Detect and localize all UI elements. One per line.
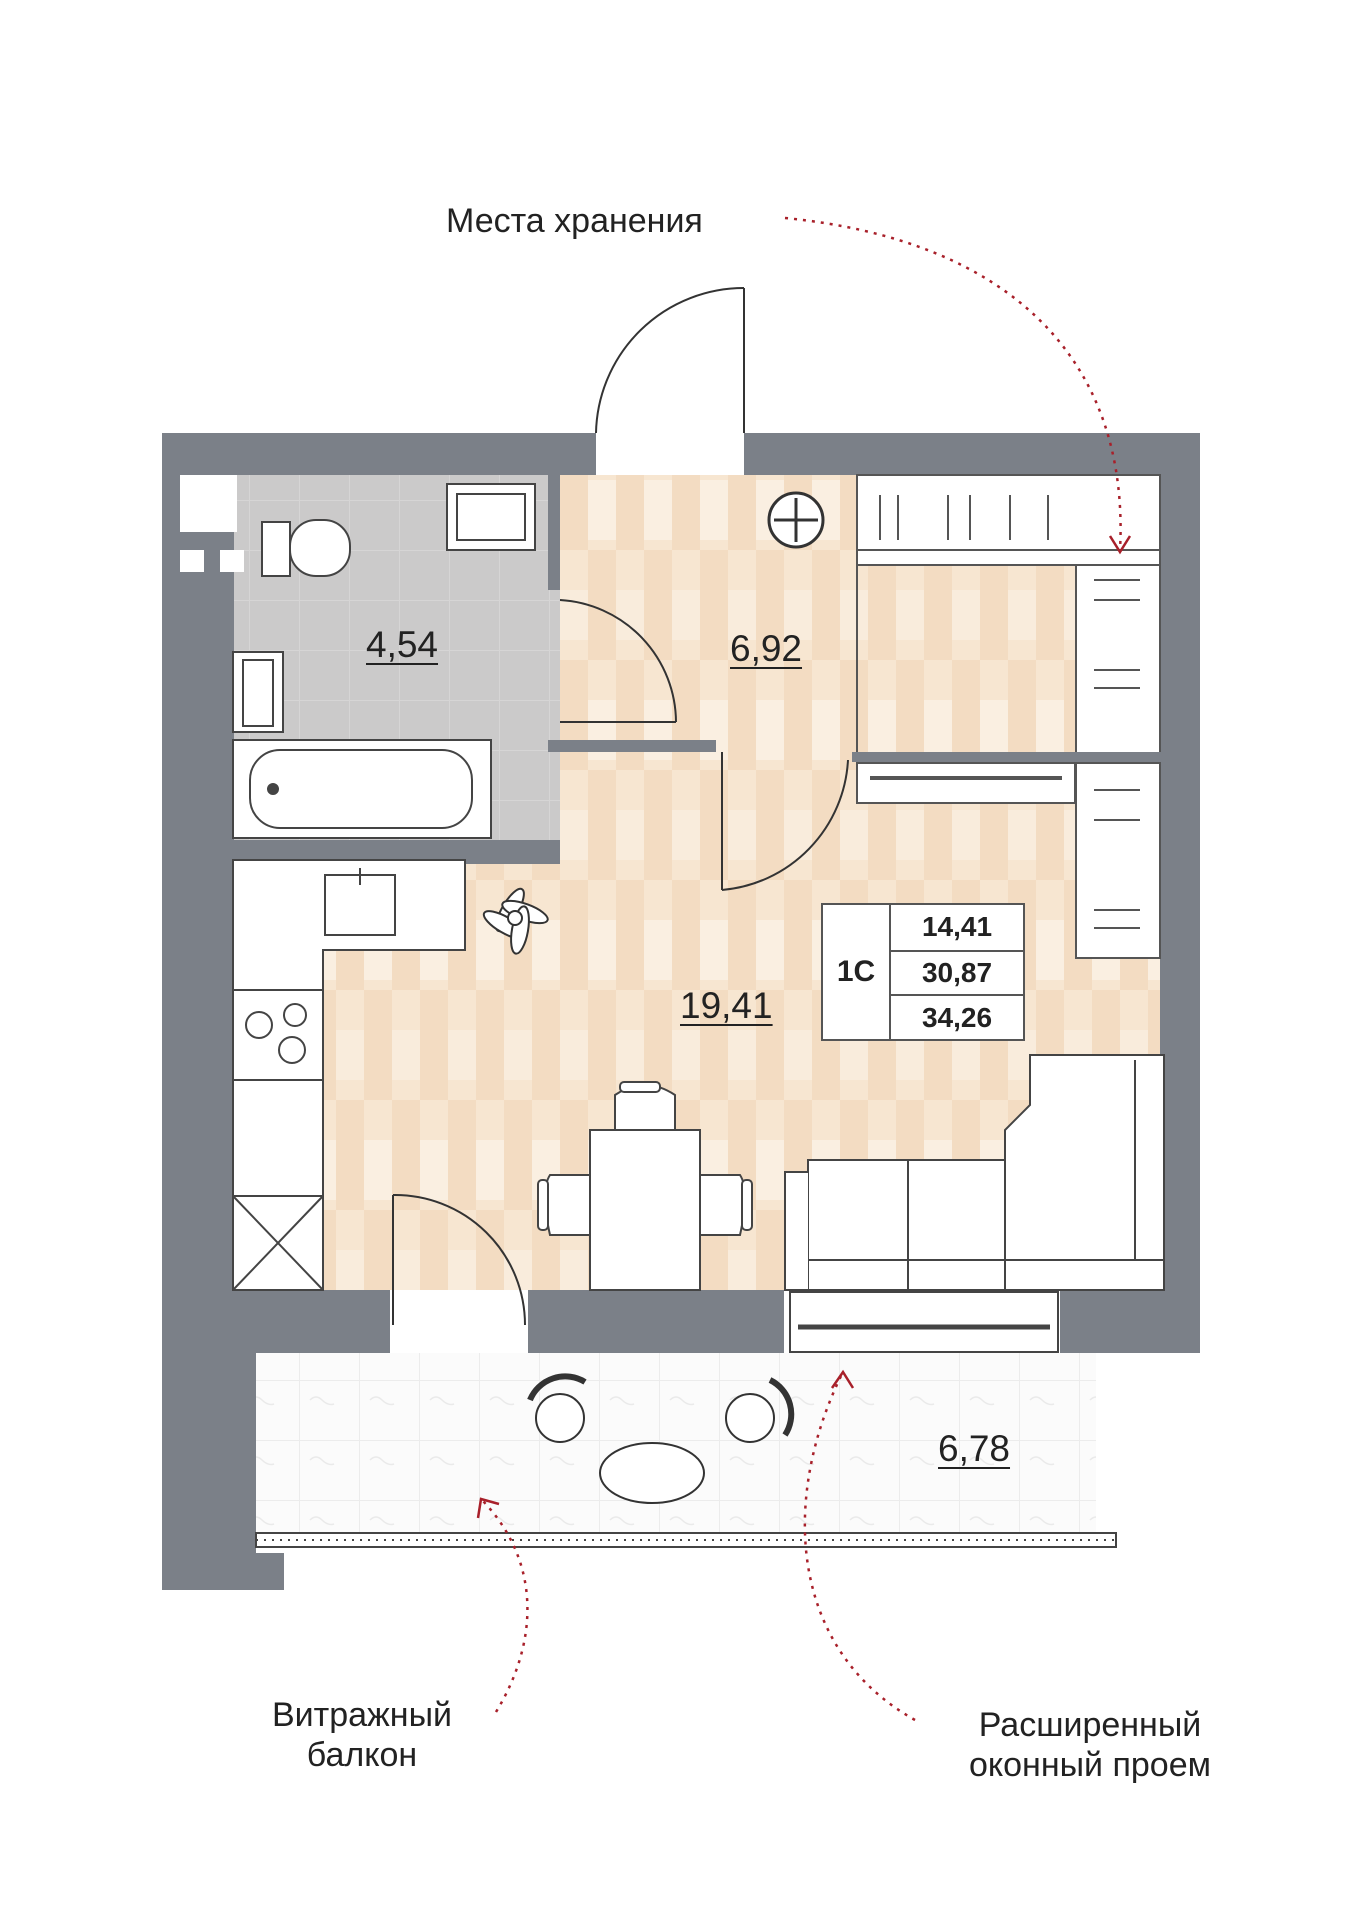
bathroom-fixtures	[232, 483, 536, 839]
balcony-door	[392, 1193, 526, 1326]
storage-closet	[856, 474, 1161, 959]
balcony-floor	[256, 1353, 1096, 1533]
arrowheads	[476, 535, 1132, 1519]
area-values: 14,41 30,87 34,26	[891, 905, 1023, 1039]
bathroom-area: 4,54	[366, 624, 439, 665]
callout-arrows	[481, 216, 1122, 1722]
bathroom-door	[559, 599, 677, 723]
fan-icon	[482, 887, 549, 955]
balcony-callout: Витражный балкон	[262, 1695, 462, 1775]
living-area: 19,41	[680, 985, 773, 1026]
walls	[162, 433, 1200, 1590]
apartment-info-table: 1С 14,41 30,87 34,26	[821, 903, 1025, 1041]
living-area-value: 14,41	[921, 911, 993, 943]
total-area-value: 30,87	[891, 949, 1023, 995]
balcony-callout-line1: Витражный	[271, 1696, 452, 1734]
balcony-area: 6,78	[938, 1428, 1011, 1469]
watermark: Домклик	[44, 1850, 214, 1884]
apartment-type: 1С	[823, 905, 891, 1039]
entrance-door	[595, 287, 745, 434]
balcony-callout-line2: балкон	[306, 1736, 418, 1774]
watermark-text: Домклик	[86, 1851, 215, 1882]
meter-icon	[767, 491, 825, 549]
kitchen	[232, 859, 466, 1291]
storage-callout: Места хранения	[446, 202, 703, 240]
closet-partition	[852, 752, 1164, 762]
window	[789, 1291, 1059, 1353]
balcony-glazing	[255, 1532, 1117, 1548]
window-callout: Расширенный оконный проем	[950, 1705, 1230, 1785]
dining-set	[537, 1081, 753, 1291]
window-callout-line2: оконный проем	[968, 1746, 1212, 1784]
sofa	[784, 1054, 1165, 1291]
house-logo-icon	[46, 1851, 76, 1882]
hallway-door	[721, 752, 849, 891]
window-callout-line1: Расширенный	[978, 1706, 1202, 1744]
closet-floor	[852, 565, 1067, 710]
balcony-furniture	[527, 1373, 795, 1504]
hallway-area: 6,92	[730, 628, 803, 669]
area-with-balcony-value: 34,26	[891, 994, 1023, 1039]
